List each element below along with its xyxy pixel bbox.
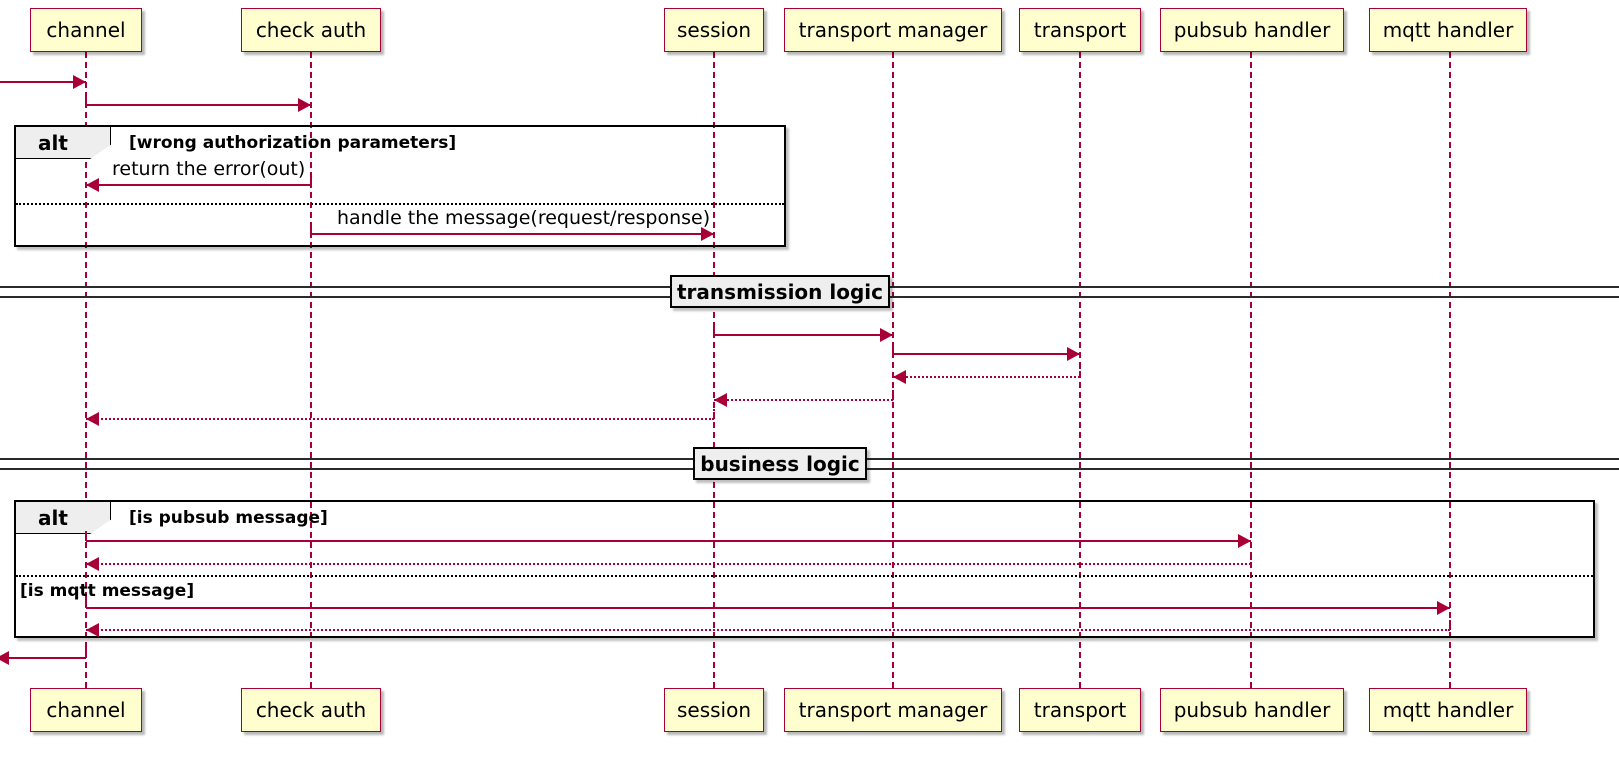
message-line-m11[interactable] xyxy=(86,563,1251,565)
message-line-m4[interactable] xyxy=(311,233,714,235)
message-stub-m6 xyxy=(892,344,894,354)
message-stub-m11 xyxy=(1250,554,1252,564)
message-line-m13[interactable] xyxy=(86,629,1450,631)
fragment-operator-alt-auth: alt xyxy=(16,127,111,159)
message-line-m9[interactable] xyxy=(86,418,714,420)
divider-label-business-logic: business logic xyxy=(693,447,867,480)
message-line-m2[interactable] xyxy=(86,104,311,106)
participant-bottom-channel[interactable]: channel xyxy=(30,688,142,732)
message-line-m12[interactable] xyxy=(86,607,1450,609)
message-stub-m14 xyxy=(85,648,87,658)
participant-top-mqtt-handler[interactable]: mqtt handler xyxy=(1369,8,1527,52)
lifeline-session xyxy=(713,52,715,688)
fragment-guard-primary-alt-handler: [is pubsub message] xyxy=(129,508,328,528)
participant-bottom-transport-manager[interactable]: transport manager xyxy=(784,688,1002,732)
message-line-m7[interactable] xyxy=(893,376,1080,378)
fragment-guard-secondary-alt-handler: [is mqtt message] xyxy=(20,581,195,601)
participant-top-pubsub-handler[interactable]: pubsub handler xyxy=(1160,8,1344,52)
message-label-m4: handle the message(request/response) xyxy=(337,207,711,229)
message-stub-m2 xyxy=(85,95,87,105)
message-label-m3: return the error(out) xyxy=(112,158,306,180)
participant-top-session[interactable]: session xyxy=(664,8,764,52)
message-line-m5[interactable] xyxy=(714,334,893,336)
message-arrowhead-m10 xyxy=(1238,534,1251,548)
message-stub-m5 xyxy=(713,325,715,335)
participant-bottom-pubsub-handler[interactable]: pubsub handler xyxy=(1160,688,1344,732)
participant-bottom-session[interactable]: session xyxy=(664,688,764,732)
fragment-guard-primary-alt-auth: [wrong authorization parameters] xyxy=(129,133,457,153)
message-arrowhead-m13 xyxy=(86,623,99,637)
message-arrowhead-m1 xyxy=(73,75,86,89)
message-arrowhead-m12 xyxy=(1437,601,1450,615)
participant-top-transport-manager[interactable]: transport manager xyxy=(784,8,1002,52)
message-arrowhead-m7 xyxy=(893,370,906,384)
message-line-m1[interactable] xyxy=(0,81,86,83)
fragment-alt-auth xyxy=(14,125,786,247)
divider-label-transmission-logic: transmission logic xyxy=(670,275,890,308)
fragment-divider-alt-handler xyxy=(16,575,1593,577)
message-arrowhead-m8 xyxy=(714,393,727,407)
message-stub-m8 xyxy=(892,390,894,400)
participant-bottom-transport[interactable]: transport xyxy=(1019,688,1141,732)
message-line-m8[interactable] xyxy=(714,399,893,401)
message-arrowhead-m6 xyxy=(1067,347,1080,361)
message-stub-m12 xyxy=(85,598,87,608)
message-line-m10[interactable] xyxy=(86,540,1251,542)
fragment-alt-handler xyxy=(14,500,1595,638)
fragment-operator-alt-handler: alt xyxy=(16,502,111,534)
message-arrowhead-m4 xyxy=(701,227,714,241)
message-line-m6[interactable] xyxy=(893,353,1080,355)
participant-top-transport[interactable]: transport xyxy=(1019,8,1141,52)
message-stub-m4 xyxy=(310,224,312,234)
message-stub-m10 xyxy=(85,531,87,541)
lifeline-channel xyxy=(85,52,87,688)
fragment-divider-alt-auth xyxy=(16,203,784,205)
participant-top-channel[interactable]: channel xyxy=(30,8,142,52)
message-stub-m3 xyxy=(310,175,312,185)
message-arrowhead-m11 xyxy=(86,557,99,571)
message-arrowhead-m3 xyxy=(86,178,99,192)
message-line-m14[interactable] xyxy=(0,657,86,659)
message-arrowhead-m2 xyxy=(298,98,311,112)
participant-top-check-auth[interactable]: check auth xyxy=(241,8,381,52)
lifeline-mqtt-handler xyxy=(1449,52,1451,688)
message-arrowhead-m14 xyxy=(0,651,9,665)
message-arrowhead-m9 xyxy=(86,412,99,426)
participant-bottom-mqtt-handler[interactable]: mqtt handler xyxy=(1369,688,1527,732)
message-arrowhead-m5 xyxy=(880,328,893,342)
lifeline-pubsub-handler xyxy=(1250,52,1252,688)
message-stub-m7 xyxy=(1079,367,1081,377)
message-stub-m9 xyxy=(713,409,715,419)
message-line-m3[interactable] xyxy=(86,184,311,186)
message-stub-m13 xyxy=(1449,620,1451,630)
participant-bottom-check-auth[interactable]: check auth xyxy=(241,688,381,732)
lifeline-check-auth xyxy=(310,52,312,688)
